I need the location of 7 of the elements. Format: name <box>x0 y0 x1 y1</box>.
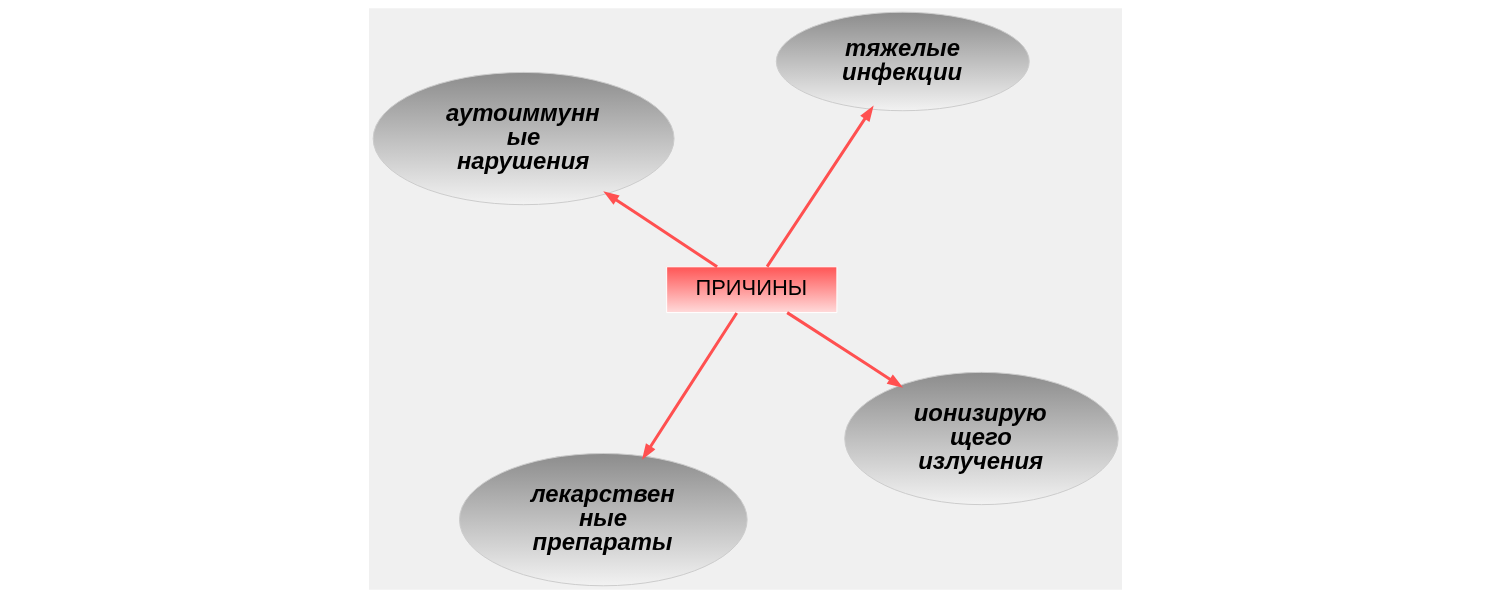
arrow <box>642 312 738 460</box>
arrow <box>765 105 874 268</box>
node-ellipse: тяжелые инфекции <box>775 11 1030 112</box>
node-ellipse: лекарствен ные препараты <box>458 453 748 587</box>
node-box: ПРИЧИНЫ <box>666 266 838 314</box>
arrow <box>786 311 904 388</box>
arrow <box>603 191 718 268</box>
